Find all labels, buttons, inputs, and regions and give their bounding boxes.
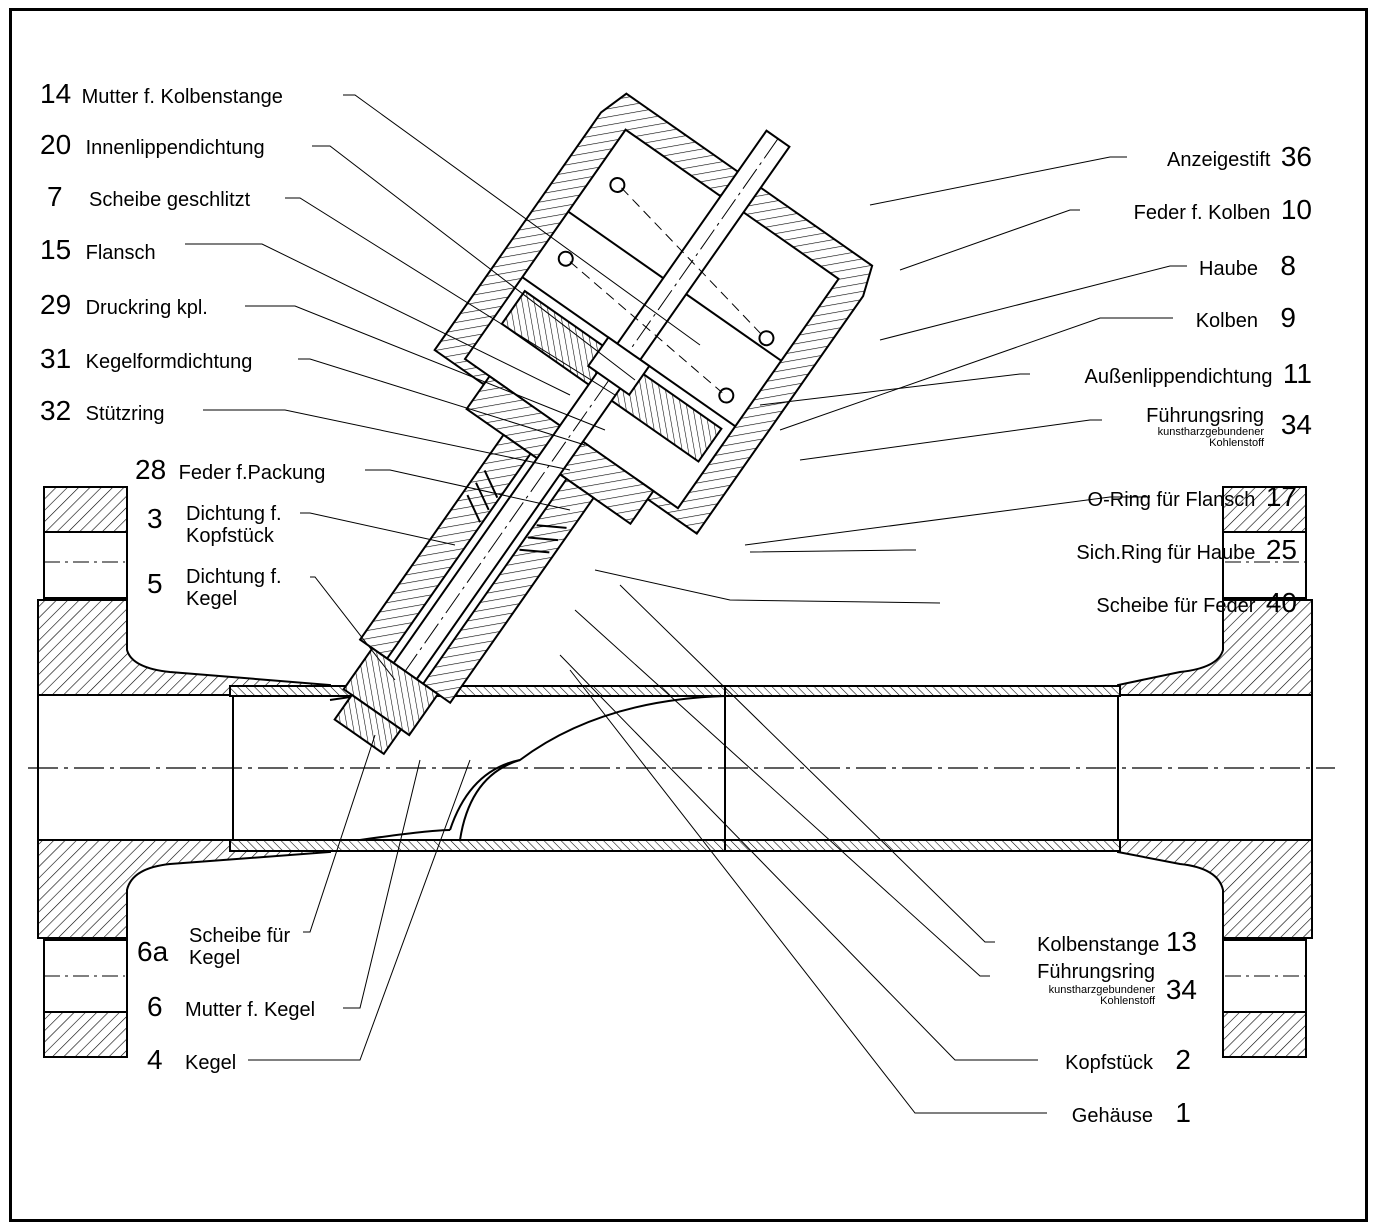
callout-7: 7 Scheibe geschlitzt [47,181,251,212]
callout-34-bottom: 34 Führungsring kunstharzgebundener Kohl… [1037,961,1197,1007]
callout-15: 15 Flansch [40,234,156,265]
callout-9: Kolben 9 [1195,302,1296,333]
callout-34-top: 34 Führungsring kunstharzgebundener Kohl… [1146,405,1312,449]
callout-40: Scheibe für Feder 40 [1096,587,1297,618]
callout-6a: 6a [137,936,169,967]
callout-8: Haube 8 [1199,250,1296,281]
callout-6: 6 Mutter f. Kegel [147,991,316,1022]
callout-5-text: Dichtung f. Kegel [186,566,282,610]
callout-31: 31 Kegelformdichtung [40,343,253,374]
callout-32: 32 Stützring [40,395,165,426]
pipe-body [37,486,1313,1058]
callout-1: Gehäuse 1 [1071,1097,1191,1128]
callout-3: 3 [147,503,163,534]
callout-17: O-Ring für Flansch 17 [1087,481,1297,512]
callout-28: 28 Feder f.Packung [135,454,326,485]
callout-2: Kopfstück 2 [1065,1044,1191,1075]
callout-14: 14 Mutter f. Kolbenstange [40,78,283,109]
callout-13: Kolbenstange 13 [1037,926,1197,957]
callout-4: 4 Kegel [147,1044,237,1075]
callout-3-text: Dichtung f. Kopfstück [186,503,282,547]
callout-29: 29 Druckring kpl. [40,289,208,320]
callout-11: Außenlippendichtung 11 [1084,358,1312,389]
leader-lines [185,94,1187,1114]
callout-5: 5 [147,568,163,599]
callout-36: Anzeigestift 36 [1167,141,1312,172]
callout-25: Sich.Ring für Haube 25 [1076,534,1297,565]
callout-20: 20 Innenlippendichtung [40,129,265,160]
drawing-frame [9,8,1368,1222]
callout-6a-text: Scheibe für Kegel [189,925,291,969]
callout-10: Feder f. Kolben 10 [1133,194,1312,225]
actuator-assembly [333,92,874,756]
